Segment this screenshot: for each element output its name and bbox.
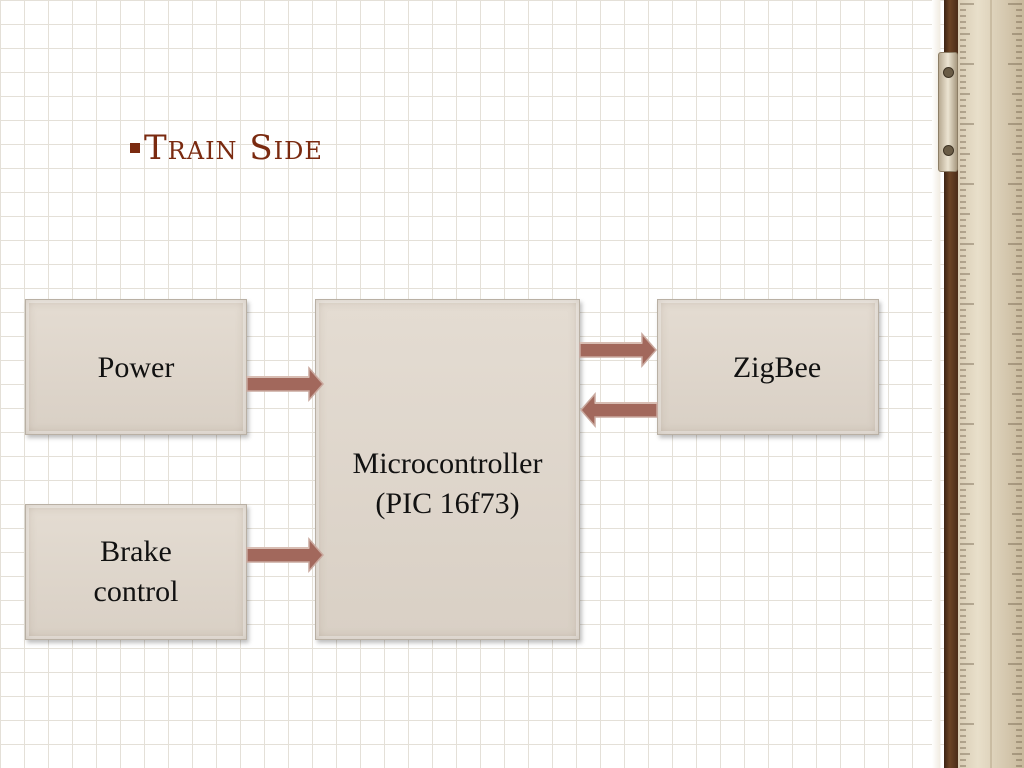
brake-control-label: Brake control — [93, 535, 179, 608]
ruler-ticks — [960, 0, 1022, 768]
title-text: Train Side — [144, 128, 323, 168]
microcontroller-label: Microcontroller (PIC 16f73) — [352, 447, 543, 520]
slide-title: Train Side — [130, 128, 323, 168]
hinge-screw-icon — [943, 67, 954, 78]
arrow-power-to-microcontroller — [246, 366, 324, 402]
ruler-hinge-icon — [938, 52, 958, 172]
ruler-face — [958, 0, 1024, 768]
ruler-decoration — [932, 0, 1024, 768]
zigbee-block: ZigBee — [657, 299, 879, 435]
arrow-brake-to-microcontroller — [246, 537, 324, 573]
microcontroller-block: Microcontroller (PIC 16f73) — [315, 299, 580, 640]
power-block: Power — [25, 299, 247, 435]
arrow-zigbee-to-microcontroller — [580, 392, 658, 428]
brake-control-block: Brake control — [25, 504, 247, 640]
square-bullet-icon — [130, 143, 140, 153]
zigbee-label: ZigBee — [732, 351, 822, 384]
hinge-screw-icon — [943, 145, 954, 156]
arrow-microcontroller-to-zigbee — [579, 332, 657, 368]
ruler-wood-edge — [944, 0, 958, 768]
power-label: Power — [97, 351, 175, 384]
